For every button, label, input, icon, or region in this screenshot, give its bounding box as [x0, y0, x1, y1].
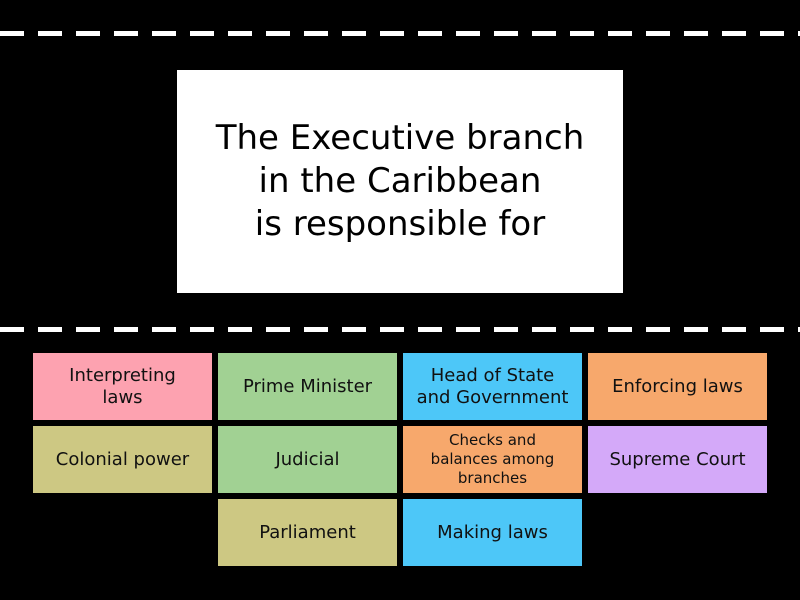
answer-tile-making-laws[interactable]: Making laws	[403, 499, 582, 566]
answer-tile-enforcing-laws[interactable]: Enforcing laws	[588, 353, 767, 420]
answer-tile-parliament[interactable]: Parliament	[218, 499, 397, 566]
answer-tile-interpreting-laws[interactable]: Interpreting laws	[33, 353, 212, 420]
top-dashed-divider	[0, 31, 800, 36]
answer-tile-head-of-state[interactable]: Head of State and Government	[403, 353, 582, 420]
question-card: The Executive branch in the Caribbean is…	[177, 70, 623, 293]
middle-dashed-divider	[0, 327, 800, 332]
answer-tile-judicial[interactable]: Judicial	[218, 426, 397, 493]
answer-tile-colonial-power[interactable]: Colonial power	[33, 426, 212, 493]
question-text: The Executive branch in the Caribbean is…	[215, 118, 585, 244]
answer-tile-supreme-court[interactable]: Supreme Court	[588, 426, 767, 493]
answer-tile-prime-minister[interactable]: Prime Minister	[218, 353, 397, 420]
answer-tile-checks-and-balances[interactable]: Checks and balances among branches	[403, 426, 582, 493]
